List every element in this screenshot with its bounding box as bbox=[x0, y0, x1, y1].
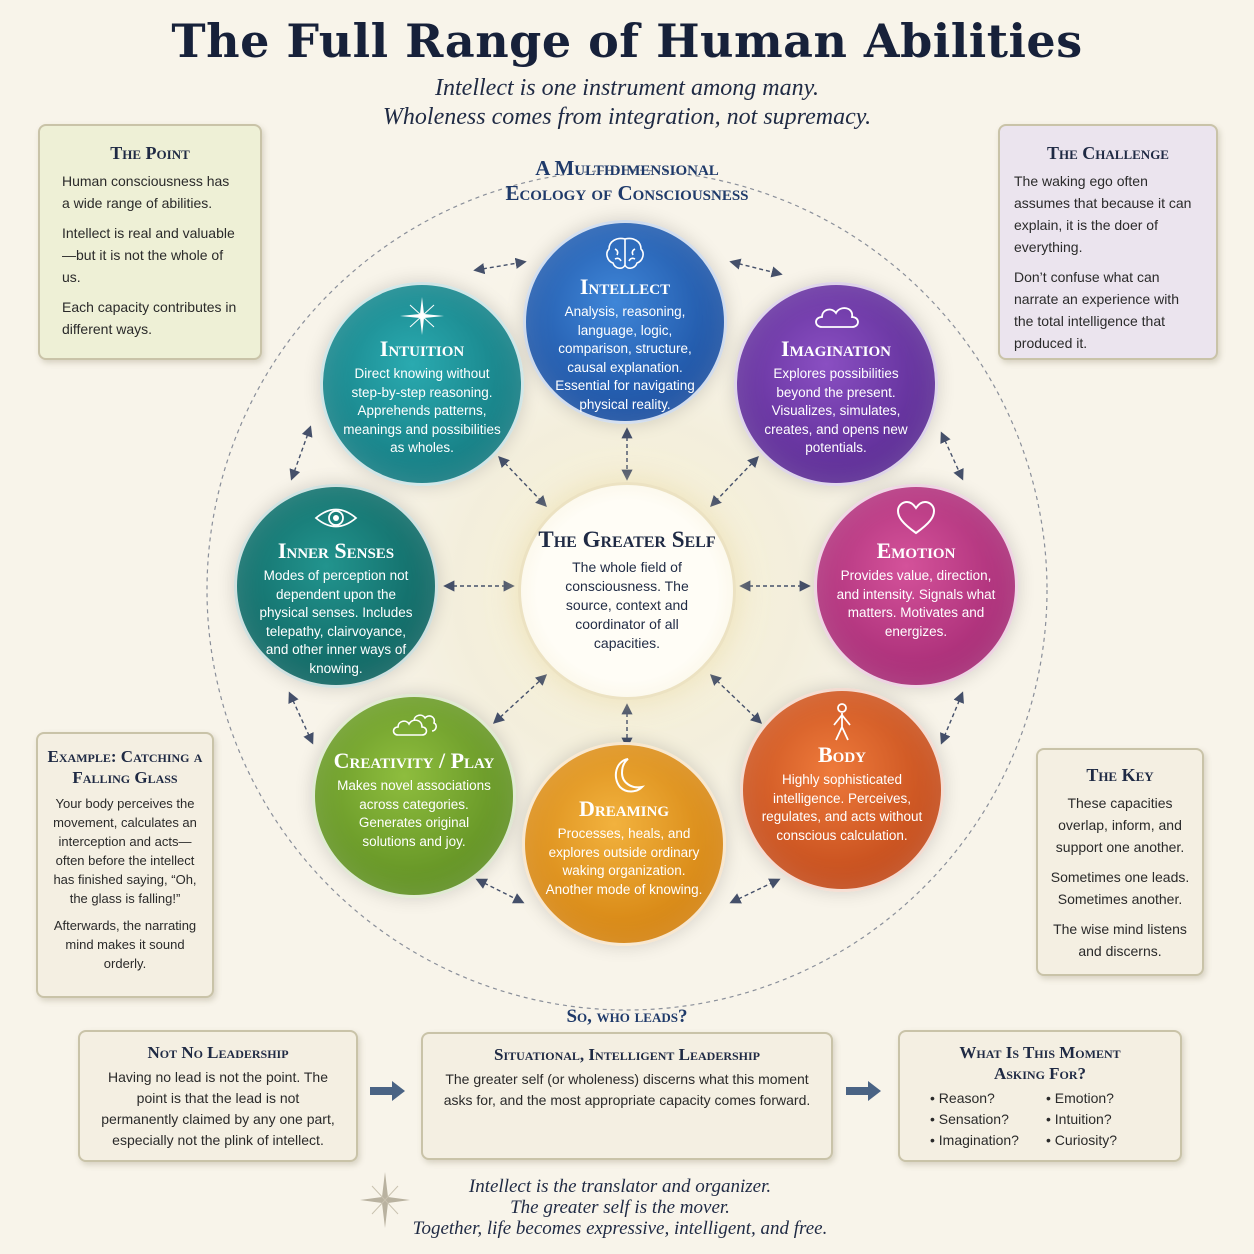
example-heading: Example: Catching a Falling Glass bbox=[47, 747, 203, 787]
eye-icon bbox=[314, 508, 358, 528]
capacity-body: Body Highly sophisticated intelligence. … bbox=[740, 688, 944, 892]
moment-question: Sensation? bbox=[930, 1109, 1046, 1130]
leadership-text: Having no lead is not the point. The poi… bbox=[101, 1069, 335, 1148]
situational-heading: Situational, Intelligent Leadership bbox=[494, 1045, 760, 1064]
capacity-description: Provides value, direction, and intensity… bbox=[836, 568, 996, 639]
capacity-name: Imagination bbox=[781, 336, 891, 361]
diagram-title-line: Ecology of Consciousness bbox=[505, 181, 749, 205]
moon-icon bbox=[614, 758, 646, 793]
challenge-panel: The Challenge The waking ego often assum… bbox=[998, 124, 1218, 360]
who-leads-heading: So, who leads? bbox=[566, 1006, 688, 1027]
example-panel: Example: Catching a Falling Glass Your b… bbox=[36, 732, 214, 998]
leadership-panel: Not No Leadership Having no lead is not … bbox=[78, 1030, 358, 1162]
point-panel: The Point Human consciousness has a wide… bbox=[38, 124, 262, 360]
dashed-ring bbox=[206, 169, 1048, 1011]
capacity-emotion: Emotion Provides value, direction, and i… bbox=[814, 484, 1018, 688]
moment-heading: What Is This Moment Asking For? bbox=[959, 1043, 1121, 1083]
capacity-description: Processes, heals, and explores outside o… bbox=[545, 826, 703, 897]
capacity-description: Direct knowing without step-by-step reas… bbox=[343, 366, 501, 455]
greater-self-name: The Greater Self bbox=[538, 527, 716, 552]
capacity-dreaming: Dreaming Processes, heals, and explores … bbox=[522, 742, 726, 946]
closing-line: Together, life becomes expressive, intel… bbox=[412, 1218, 828, 1239]
connection-arrows bbox=[288, 257, 964, 904]
capacity-description: Modes of perception not dependent upon t… bbox=[259, 568, 413, 676]
moment-question: Emotion? bbox=[1046, 1088, 1162, 1109]
capacity-creativity-play: Creativity / Play Makes novel associatio… bbox=[312, 694, 516, 898]
situational-text: The greater self (or wholeness) discerns… bbox=[443, 1071, 811, 1108]
moment-question: Intuition? bbox=[1046, 1109, 1162, 1130]
point-heading: The Point bbox=[110, 143, 190, 163]
arrow-right-icon bbox=[370, 1081, 405, 1101]
point-paragraph: Human consciousness has a wide range of … bbox=[62, 173, 230, 211]
clouds-icon bbox=[392, 714, 437, 736]
point-paragraph: Each capacity contributes in different w… bbox=[62, 299, 237, 337]
capacity-name: Emotion bbox=[876, 538, 956, 563]
moment-question: Imagination? bbox=[930, 1130, 1046, 1151]
greater-self: The Greater Self The whole field of cons… bbox=[518, 482, 736, 700]
key-paragraph: Sometimes one leads. Sometimes another. bbox=[1050, 869, 1190, 907]
capacity-name: Creativity / Play bbox=[333, 748, 495, 773]
capacity-name: Intuition bbox=[379, 336, 465, 361]
brain-icon bbox=[606, 237, 644, 269]
figure-icon bbox=[833, 703, 851, 741]
capacity-description: Explores possibilities beyond the presen… bbox=[764, 366, 908, 455]
capacity-description: Highly sophisticated intelligence. Perce… bbox=[761, 772, 923, 843]
capacity-name: Inner Senses bbox=[277, 538, 395, 563]
point-paragraph: Intellect is real and valuable—but it is… bbox=[62, 225, 235, 285]
moment-panel: What Is This Moment Asking For? Reason? … bbox=[898, 1030, 1182, 1162]
capacity-name: Intellect bbox=[579, 274, 671, 299]
diagram-title: A Multidimensional Ecology of Consciousn… bbox=[440, 156, 814, 206]
capacity-inner-senses: Inner Senses Modes of perception not dep… bbox=[234, 484, 438, 688]
moment-question: Reason? bbox=[930, 1088, 1046, 1109]
capacity-imagination: Imagination Explores possibilities beyon… bbox=[734, 282, 938, 486]
star-icon bbox=[400, 297, 444, 335]
heart-icon bbox=[896, 500, 936, 535]
capacity-description: Makes novel associations across categori… bbox=[337, 778, 491, 849]
moment-question: Curiosity? bbox=[1046, 1130, 1162, 1151]
leadership-heading: Not No Leadership bbox=[147, 1043, 289, 1062]
challenge-paragraph: Don’t confuse what can narrate an experi… bbox=[1014, 269, 1179, 351]
example-paragraph: Your body perceives the movement, calcul… bbox=[53, 796, 197, 906]
page-title: The Full Range of Human Abilities bbox=[171, 14, 1083, 68]
key-paragraph: The wise mind listens and discerns. bbox=[1053, 921, 1187, 959]
diagram-title-line: A Multidimensional bbox=[535, 156, 719, 180]
subtitle-line-1: Intellect is one instrument among many. bbox=[435, 75, 819, 101]
moment-questions: Reason? Emotion? Sensation? Intuition? I… bbox=[900, 1088, 1180, 1151]
situational-panel: Situational, Intelligent Leadership The … bbox=[421, 1032, 833, 1160]
capacity-name: Dreaming bbox=[578, 796, 670, 821]
capacity-description: Analysis, reasoning, language, logic, co… bbox=[555, 304, 695, 412]
capacity-intuition: Intuition Direct knowing without step-by… bbox=[320, 282, 524, 486]
greater-self-description: The whole field of consciousness. The so… bbox=[565, 559, 689, 651]
closing-line: The greater self is the mover. bbox=[510, 1197, 730, 1218]
closing-line: Intellect is the translator and organize… bbox=[468, 1176, 772, 1197]
subtitle-line-2: Wholeness comes from integration, not su… bbox=[382, 104, 872, 130]
sparkle-icon bbox=[360, 1172, 410, 1228]
challenge-paragraph: The waking ego often assumes that becaus… bbox=[1014, 173, 1192, 255]
key-panel: The Key These capacities overlap, inform… bbox=[1036, 748, 1204, 976]
capacity-name: Body bbox=[817, 742, 866, 767]
arrow-right-icon bbox=[846, 1081, 881, 1101]
cloud-icon bbox=[815, 307, 859, 328]
key-heading: The Key bbox=[1086, 765, 1154, 785]
example-paragraph: Afterwards, the narrating mind makes it … bbox=[53, 918, 197, 971]
key-paragraph: These capacities overlap, inform, and su… bbox=[1055, 795, 1185, 855]
closing-statement: Intellect is the translator and organize… bbox=[360, 1176, 880, 1239]
capacity-intellect: Intellect Analysis, reasoning, language,… bbox=[523, 220, 727, 424]
challenge-heading: The Challenge bbox=[1047, 143, 1169, 163]
page-subtitle: Intellect is one instrument among many. … bbox=[0, 74, 1254, 132]
